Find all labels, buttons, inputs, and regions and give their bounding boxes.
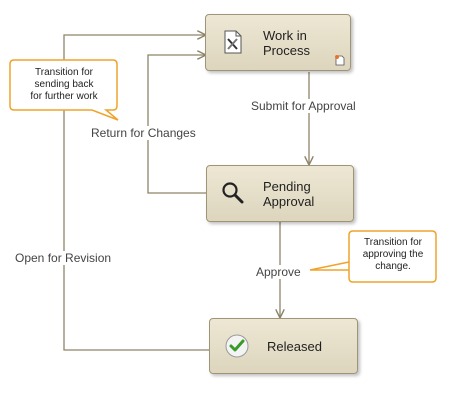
return-for-changes-label[interactable]: Return for Changes [89,126,198,140]
state-work-in-process[interactable]: Work in Process [205,14,351,71]
callout-approving-bubble [309,230,437,283]
open-for-revision-label[interactable]: Open for Revision [13,251,114,265]
callout-send-back-text: Transition for sending back for further … [30,67,98,102]
state-pending-approval[interactable]: Pending Approval [206,165,354,222]
open-for-revision-connector[interactable] [63,35,210,351]
state-pending-approval-label: Pending Approval [263,179,315,209]
state-work-in-process-label: Work in Process [263,28,310,58]
new-document-icon [335,55,345,66]
state-released[interactable]: Released [209,318,358,374]
document-tools-icon [224,30,242,54]
submit-for-approval-label[interactable]: Submit for Approval [249,99,358,113]
checkmark-icon [225,334,249,358]
state-released-label: Released [267,339,322,354]
callout-send-back-bubble [9,59,119,121]
return-for-changes-connector[interactable] [147,55,207,194]
callout-approving-text: Transition for approving the change. [362,237,424,272]
approve-label[interactable]: Approve [254,265,303,279]
magnifier-icon [222,182,244,204]
